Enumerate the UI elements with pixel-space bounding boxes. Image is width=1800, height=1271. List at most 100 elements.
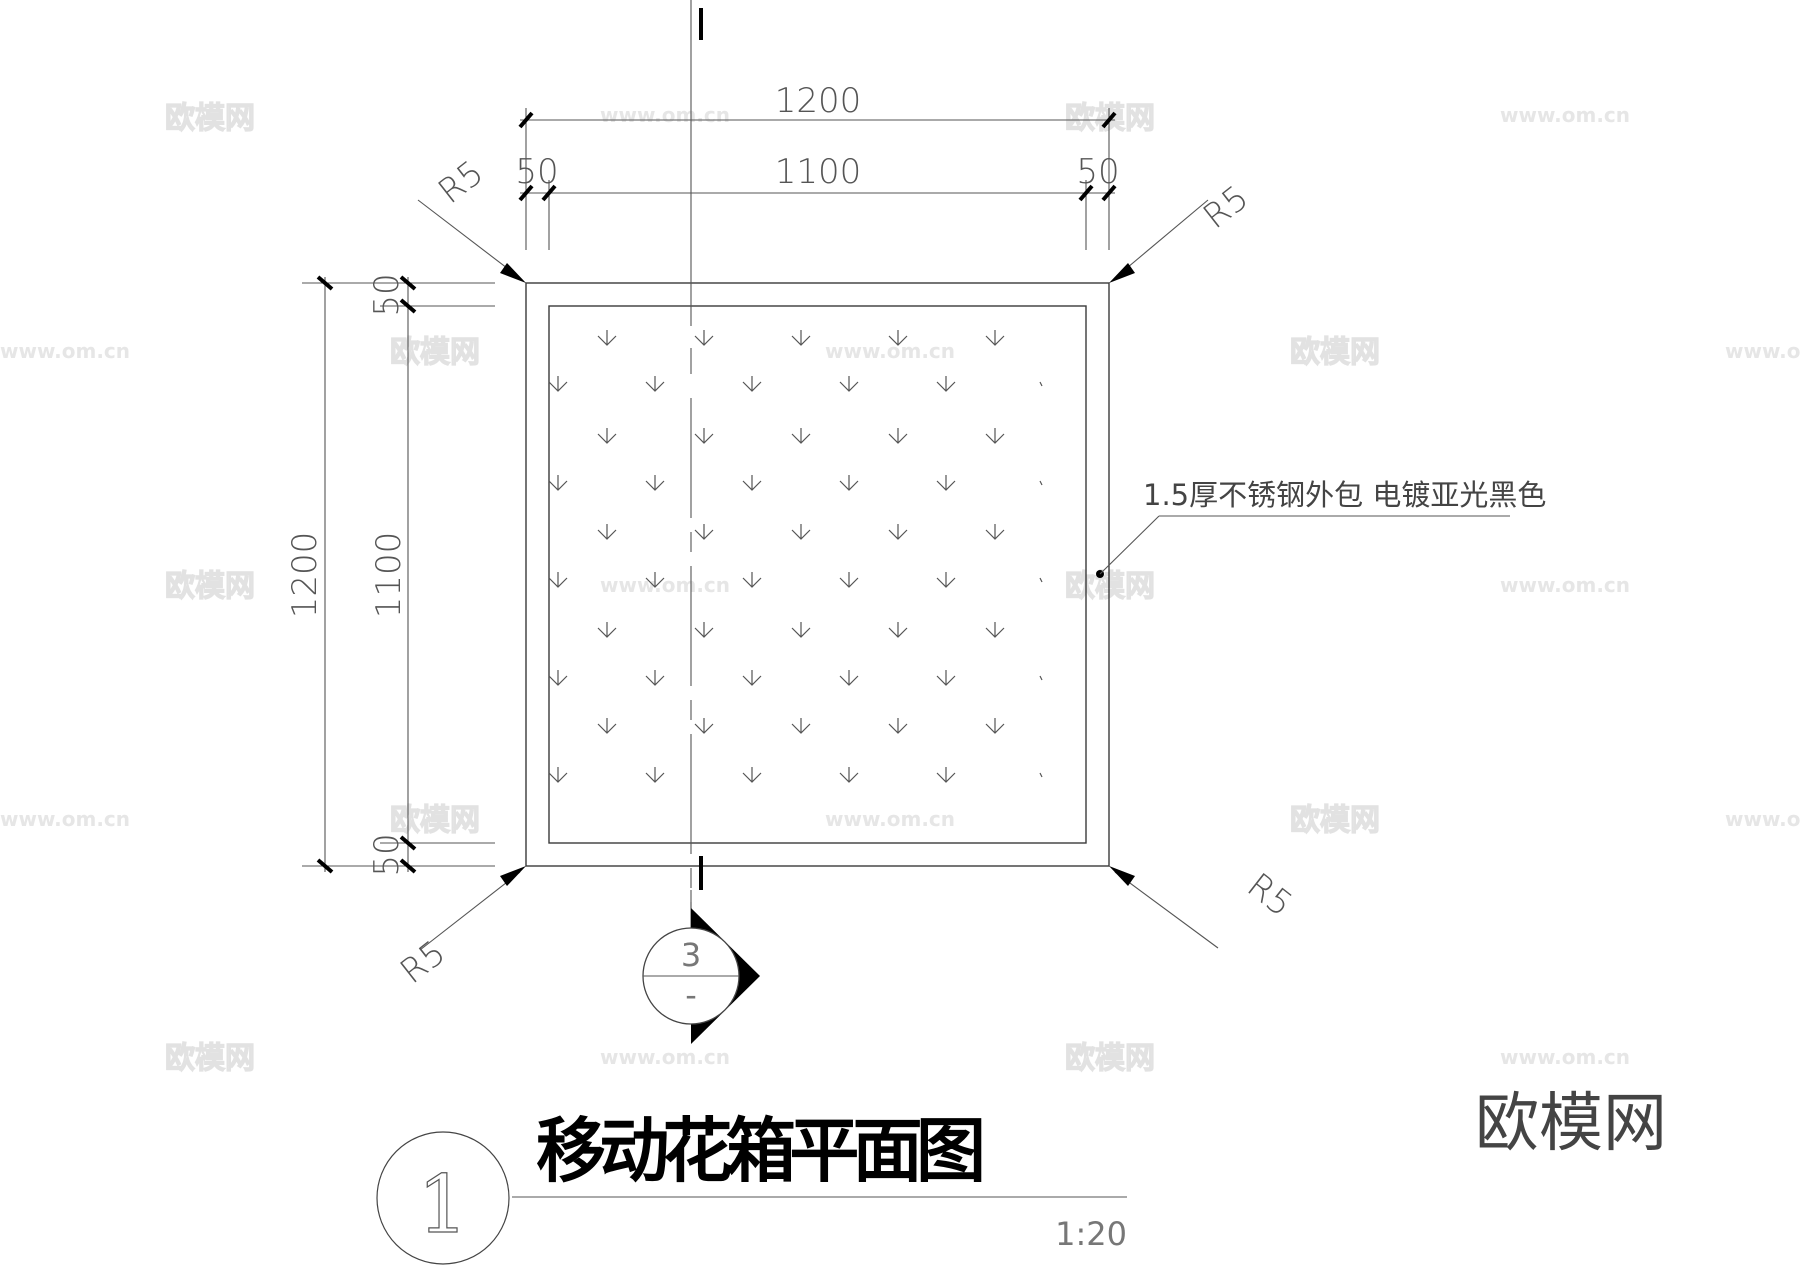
- material-note: 1.5厚不锈钢外包 电镀亚光黑色: [1143, 478, 1546, 512]
- plant-symbol-icon: [645, 670, 665, 686]
- section-number: 3: [681, 936, 701, 974]
- plant-symbol-icon: [645, 572, 665, 588]
- watermark-logo: 欧模网: [390, 335, 480, 370]
- watermark-logo: 欧模网: [1290, 335, 1380, 370]
- plant-symbol-icon: [742, 475, 762, 491]
- drawing-scale: 1:20: [1055, 1215, 1127, 1253]
- plant-symbol-icon: [645, 376, 665, 392]
- top-dimensions: 1200 1100 50 50: [515, 81, 1120, 250]
- material-callout: 1.5厚不锈钢外包 电镀亚光黑色: [1096, 478, 1546, 578]
- drawing-number: 1: [418, 1158, 469, 1251]
- plant-symbol-icon: [791, 622, 811, 638]
- plant-symbol-icon: [888, 718, 908, 734]
- dim-overall-depth: 1200: [285, 532, 325, 619]
- dim-inner-depth: 1100: [369, 532, 409, 619]
- plant-symbol-icon: [548, 475, 568, 491]
- watermark-url: www.om.cn: [825, 807, 955, 831]
- watermark-url: www.om.cn: [1725, 339, 1800, 363]
- inner-shell: [548, 305, 1087, 844]
- plant-symbol-icon: [839, 767, 859, 783]
- plant-symbol-icon: [936, 670, 956, 686]
- plant-symbol-icon: [694, 428, 714, 444]
- watermark-url: www.om.cn: [1725, 807, 1800, 831]
- plant-symbol-icon: [597, 330, 617, 346]
- plant-symbol-icon: [985, 718, 1005, 734]
- plant-symbol-icon: [548, 767, 568, 783]
- drawing-title: 移动花箱平面图: [536, 1109, 986, 1192]
- plant-symbol-icon: [888, 524, 908, 540]
- watermark-url: www.om.cn: [1500, 1045, 1630, 1069]
- plant-symbol-icon: [936, 376, 956, 392]
- plant-symbol-icon: [791, 524, 811, 540]
- plant-symbol-icon: [985, 330, 1005, 346]
- section-marker[interactable]: 3 -: [642, 890, 760, 1044]
- watermark-url: www.om.cn: [0, 807, 130, 831]
- dim-right-wall: 50: [1076, 152, 1119, 192]
- plant-symbol-icon: [888, 622, 908, 638]
- plant-symbol-icon: [1039, 480, 1043, 486]
- drawing-number-circle: [376, 1131, 510, 1265]
- plant-symbol-icon: [694, 330, 714, 346]
- plant-symbol-icon: [597, 622, 617, 638]
- plant-symbol-icon: [839, 670, 859, 686]
- left-dimensions: 1200 1100 50 50: [285, 273, 495, 877]
- plant-symbol-icon: [597, 718, 617, 734]
- watermark-url: www.om.cn: [600, 103, 730, 127]
- plant-symbol-icon: [548, 670, 568, 686]
- plant-symbol-icon: [888, 428, 908, 444]
- radius-label-bottom-left: R5: [393, 933, 453, 992]
- watermark-url: www.om.cn: [1500, 103, 1630, 127]
- watermark-url: www.om.cn: [825, 339, 955, 363]
- section-sheet: -: [685, 976, 697, 1014]
- plant-symbol-icon: [742, 767, 762, 783]
- radius-label-top-left: R5: [431, 153, 491, 212]
- radius-label-top-right: R5: [1196, 178, 1256, 237]
- outer-shell: [525, 282, 1110, 867]
- plant-symbol-icon: [839, 572, 859, 588]
- watermark-logo: 欧模网: [1290, 803, 1380, 838]
- plant-symbol-icon: [1039, 577, 1043, 583]
- plant-symbol-icon: [936, 475, 956, 491]
- watermark-url: www.om.cn: [0, 339, 130, 363]
- dim-bottom-wall: 50: [367, 833, 407, 876]
- plant-symbol-icon: [791, 718, 811, 734]
- watermark-logo: 欧模网: [390, 803, 480, 838]
- brand-watermark: 欧模网: [1475, 1087, 1667, 1161]
- plant-symbol-icon: [645, 475, 665, 491]
- plant-symbol-icon: [839, 376, 859, 392]
- plant-symbol-icon: [597, 524, 617, 540]
- section-centerline: [690, 0, 703, 960]
- title-block: 1 移动花箱平面图 1:20: [376, 1109, 1127, 1265]
- plant-symbol-icon: [694, 622, 714, 638]
- dim-overall-width: 1200: [775, 81, 862, 121]
- plant-symbol-icon: [839, 475, 859, 491]
- watermark-url: www.om.cn: [600, 1045, 730, 1069]
- plant-symbol-icon: [742, 670, 762, 686]
- watermark-logo: 欧模网: [165, 1041, 255, 1076]
- watermark-url: www.om.cn: [600, 573, 730, 597]
- plant-symbol-icon: [1039, 772, 1043, 778]
- plant-symbol-icon: [791, 330, 811, 346]
- plant-symbol-icon: [548, 376, 568, 392]
- watermark-logo: 欧模网: [1065, 569, 1155, 604]
- dim-top-wall: 50: [367, 273, 407, 316]
- radius-label-bottom-right: R5: [1239, 866, 1299, 925]
- plant-symbol-icon: [548, 572, 568, 588]
- watermark-logo: 欧模网: [165, 101, 255, 136]
- plant-symbol-icon: [597, 428, 617, 444]
- dim-left-wall: 50: [515, 152, 558, 192]
- plant-symbol-icon: [1039, 381, 1043, 387]
- plant-symbol-icon: [936, 572, 956, 588]
- plant-symbol-icon: [985, 428, 1005, 444]
- watermark-logo: 欧模网: [1065, 1041, 1155, 1076]
- plant-symbol-icon: [985, 524, 1005, 540]
- plant-symbol-icon: [791, 428, 811, 444]
- watermark-url: www.om.cn: [1500, 573, 1630, 597]
- plant-symbol-icon: [936, 767, 956, 783]
- plant-symbol-icon: [888, 330, 908, 346]
- plant-symbol-icon: [1039, 675, 1043, 681]
- watermark-logo: 欧模网: [165, 569, 255, 604]
- dim-inner-width: 1100: [775, 152, 862, 192]
- watermark-layer: 欧模网 www.om.cn 欧模网 www.om.cn www.om.cn 欧模…: [0, 100, 1800, 1076]
